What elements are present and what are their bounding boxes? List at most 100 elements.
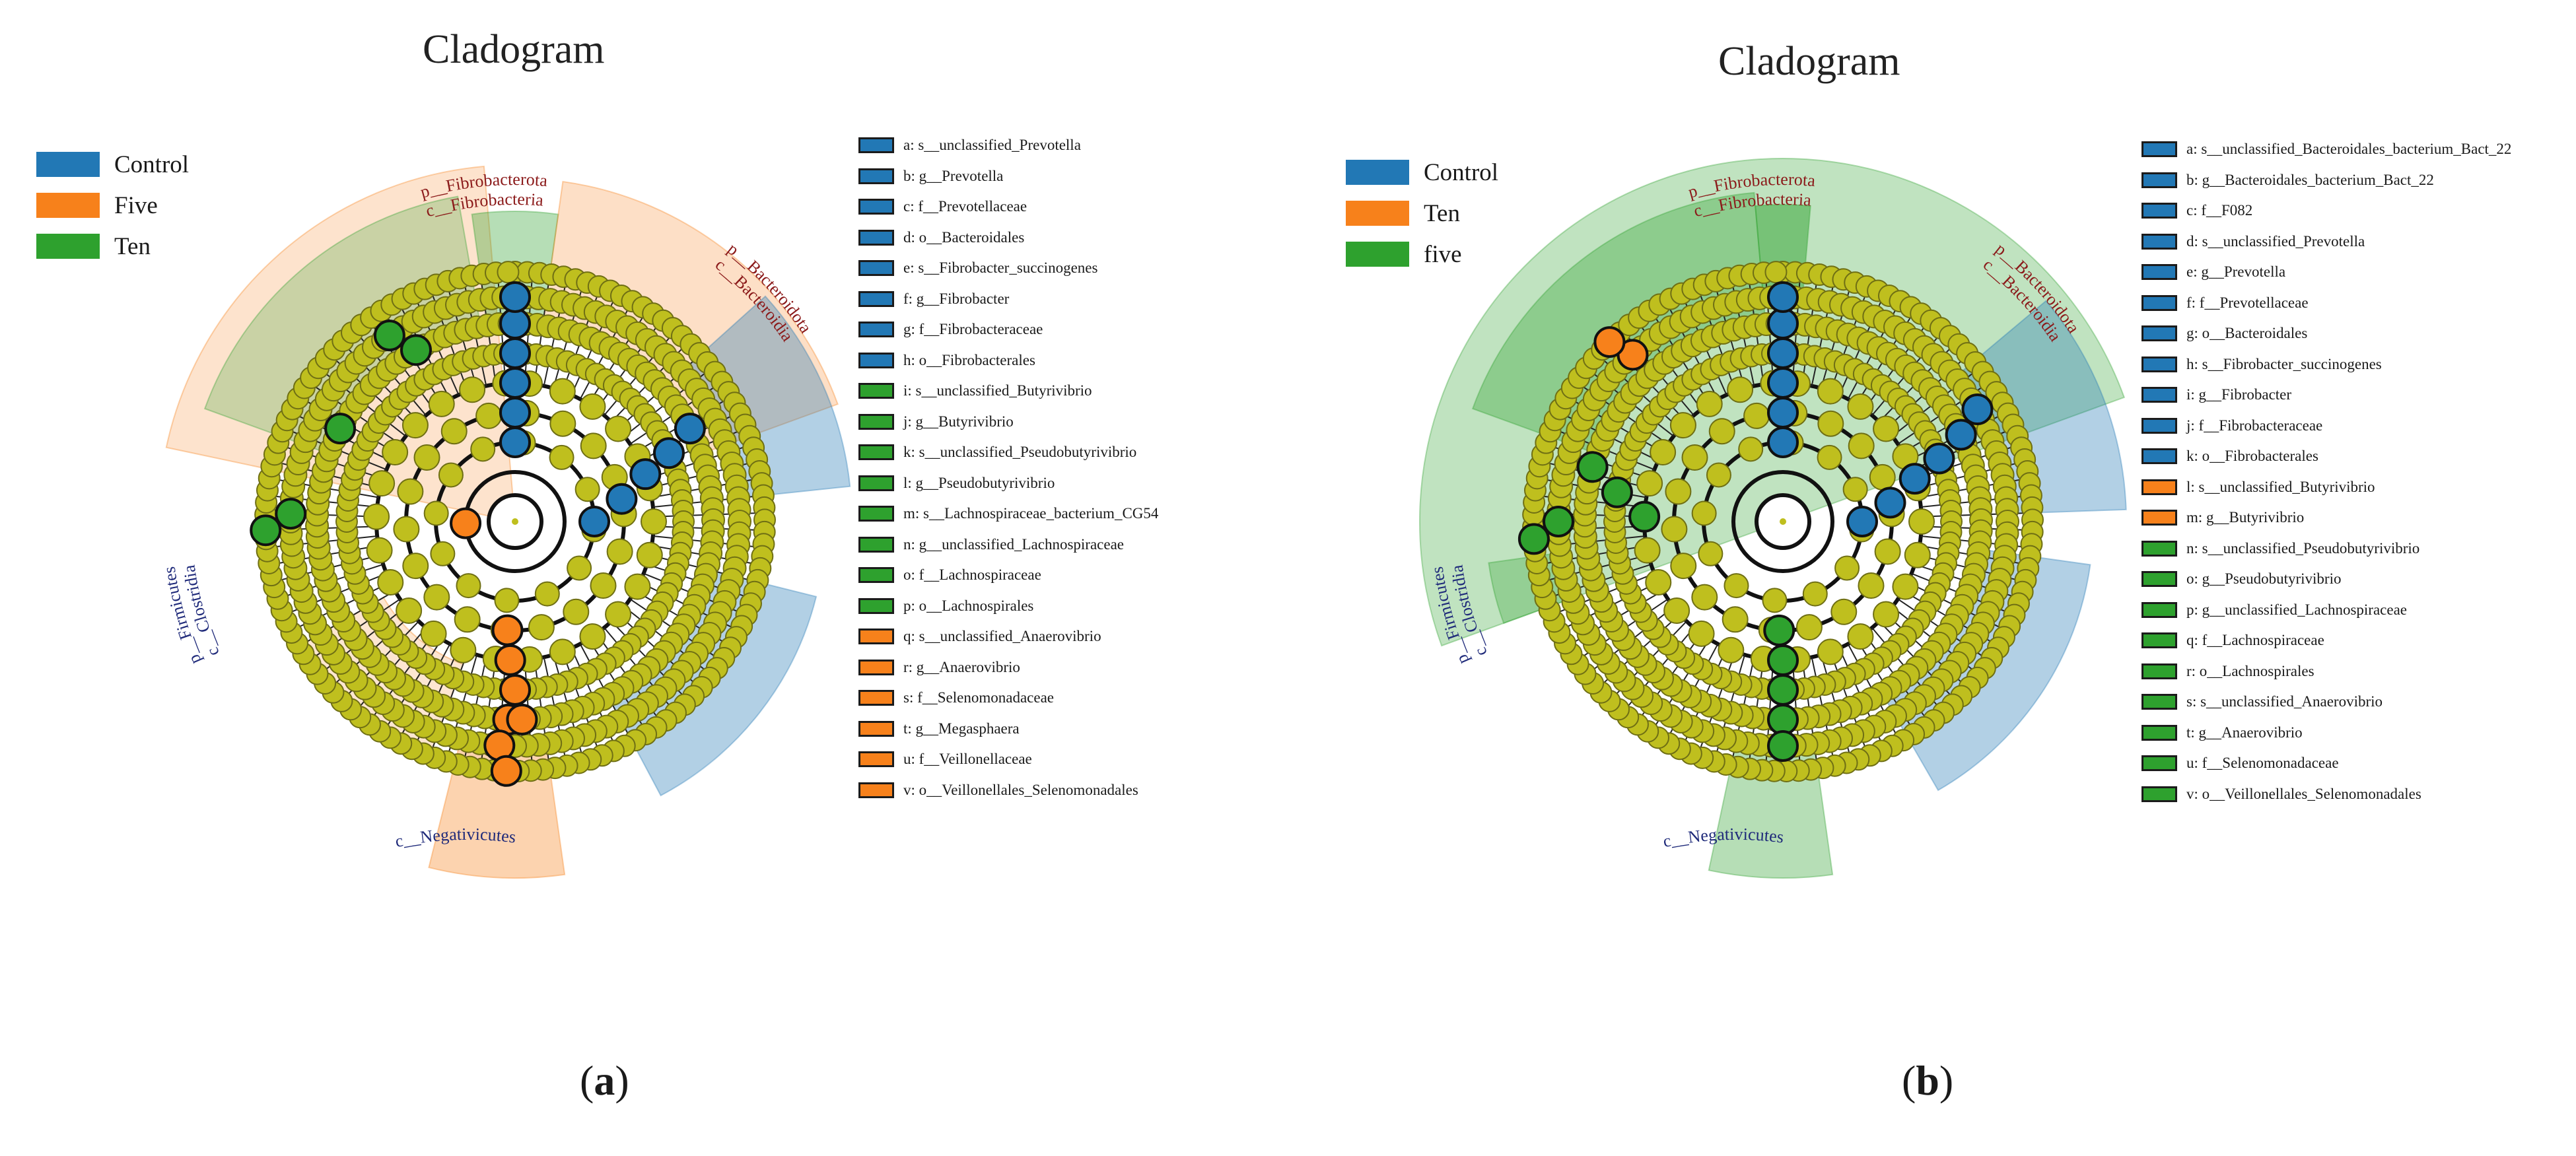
cladogram-node (580, 432, 607, 459)
taxa-key-item: o: g__Pseudobutyrivibrio (2141, 564, 2511, 595)
taxa-color-swatch (858, 751, 894, 768)
taxa-key-label: v: o__Veillonellales_Selenomonadales (903, 781, 1138, 798)
cladogram-ring (1731, 470, 1834, 573)
cladogram-node (396, 597, 423, 624)
taxa-key-list-a: a: s__unclassified_Prevotella b: g__Prevo… (858, 130, 1158, 805)
biomarker-node (499, 426, 531, 458)
group-color-swatch (36, 152, 100, 177)
biomarker-node (1767, 644, 1799, 676)
group-color-swatch (36, 234, 100, 259)
biomarker-node (1543, 506, 1574, 537)
cladogram-node (1727, 376, 1754, 403)
biomarker-node (1767, 397, 1799, 428)
biomarker-node (1601, 476, 1633, 508)
taxa-key-label: h: s__Fibrobacter_succinogenes (2186, 355, 2382, 372)
taxa-color-swatch (2141, 294, 2177, 311)
cladogram-node (579, 393, 606, 420)
biomarker-node (1846, 506, 1878, 537)
taxa-key-label: b: g__Bacteroidales_bacterium_Bact_22 (2186, 171, 2434, 188)
biomarker-node (1874, 487, 1906, 519)
taxa-key-label: n: s__unclassified_Pseudobutyrivibrio (2186, 539, 2420, 557)
taxa-color-swatch (858, 690, 894, 706)
taxa-key-item: u: f__Selenomonadaceae (2141, 748, 2511, 779)
taxa-color-swatch (858, 782, 894, 798)
cladogram-ring (1755, 493, 1811, 550)
taxa-key-label: i: g__Fibrobacter (2186, 386, 2292, 403)
taxa-key-item: u: f__Veillonellaceae (858, 744, 1158, 775)
taxa-key-label: f: g__Fibrobacter (903, 290, 1010, 307)
taxa-key-item: b: g__Prevotella (858, 161, 1158, 192)
biomarker-node (1628, 500, 1661, 533)
taxa-key-label: h: o__Fibrobacterales (903, 351, 1035, 368)
taxa-color-swatch (858, 597, 894, 614)
taxa-key-label: f: f__Prevotellaceae (2186, 294, 2309, 311)
cladogram-node (1670, 553, 1697, 580)
biomarker-node (450, 507, 482, 539)
cladogram-root (1780, 518, 1786, 525)
cladogram-node (454, 606, 481, 633)
biomarker-node (250, 514, 282, 547)
cladogram-node (624, 573, 651, 600)
biomarker-node (1767, 367, 1799, 399)
taxa-color-swatch (858, 659, 894, 675)
cladogram-node (382, 439, 409, 465)
taxa-key-label: p: o__Lachnospirales (903, 597, 1034, 614)
group-color-swatch (1346, 160, 1409, 185)
biomarker-node (1767, 730, 1799, 762)
biomarker-node (1763, 614, 1795, 646)
taxa-key-item: e: g__Prevotella (2141, 257, 2511, 288)
taxa-key-label: a: s__unclassified_Bacteroidales_bacteri… (2186, 141, 2512, 158)
group-legend-item: five (1346, 234, 1498, 275)
taxa-key-item: b: g__Bacteroidales_bacterium_Bact_22 (2141, 165, 2511, 196)
cladogram-node (1743, 402, 1770, 429)
taxa-key-item: v: o__Veillonellales_Selenomonadales (2141, 779, 2511, 810)
group-legend-item: Ten (1346, 193, 1498, 234)
taxa-key-label: a: s__unclassified_Prevotella (903, 137, 1081, 154)
taxa-color-swatch (858, 444, 894, 461)
cladogram-node (366, 537, 393, 564)
cladogram-node (1636, 470, 1663, 497)
cladogram-node (1691, 500, 1717, 526)
taxa-key-item: r: g__Anaerovibrio (858, 652, 1158, 683)
cladogram-title-b: Cladogram (1718, 39, 1900, 84)
cladogram-node (1802, 581, 1828, 607)
cladogram-node (1696, 390, 1723, 417)
taxa-key-item: c: f__F082 (2141, 195, 2511, 226)
cladogram-node (397, 478, 424, 505)
group-legend-b: Control Ten five (1346, 152, 1498, 275)
cladogram-ring (487, 493, 543, 550)
biomarker-node (1767, 426, 1799, 458)
taxa-color-swatch (2141, 141, 2177, 158)
cladogram-node (1892, 573, 1919, 600)
taxa-key-label: u: f__Veillonellaceae (903, 751, 1032, 768)
taxa-color-swatch (858, 199, 894, 215)
biomarker-node (1898, 463, 1931, 495)
taxa-color-swatch (2141, 663, 2177, 679)
cladogram-node (1817, 378, 1844, 405)
taxa-key-item: h: s__Fibrobacter_succinogenes (2141, 349, 2511, 380)
biomarker-node (499, 308, 531, 339)
cladogram-node (1645, 569, 1672, 596)
group-label: Five (114, 191, 158, 219)
taxa-key-label: q: f__Lachnospiraceae (2186, 632, 2324, 649)
cladogram-node (549, 638, 576, 665)
taxa-color-swatch (2141, 724, 2177, 741)
biomarker-node (652, 437, 685, 469)
cladogram-node (1795, 614, 1823, 641)
cladogram-node (579, 623, 606, 650)
cladogram-node (1847, 393, 1874, 420)
cladogram-node (606, 538, 633, 565)
group-color-swatch (1346, 242, 1409, 267)
taxa-key-label: n: g__unclassified_Lachnospiraceae (903, 535, 1125, 553)
cladogram-node (1669, 412, 1696, 439)
cladogram-node (450, 636, 477, 663)
biomarker-node (400, 334, 432, 366)
cladogram-node (1663, 597, 1690, 624)
taxa-color-swatch (858, 322, 894, 338)
cladogram-node (641, 508, 667, 535)
taxa-key-label: t: g__Anaerovibrio (2186, 724, 2303, 741)
taxa-color-swatch (858, 475, 894, 491)
cladogram-title-a: Cladogram (423, 27, 605, 72)
caption-a: (a) (580, 1057, 629, 1104)
cladogram-node (549, 410, 576, 437)
